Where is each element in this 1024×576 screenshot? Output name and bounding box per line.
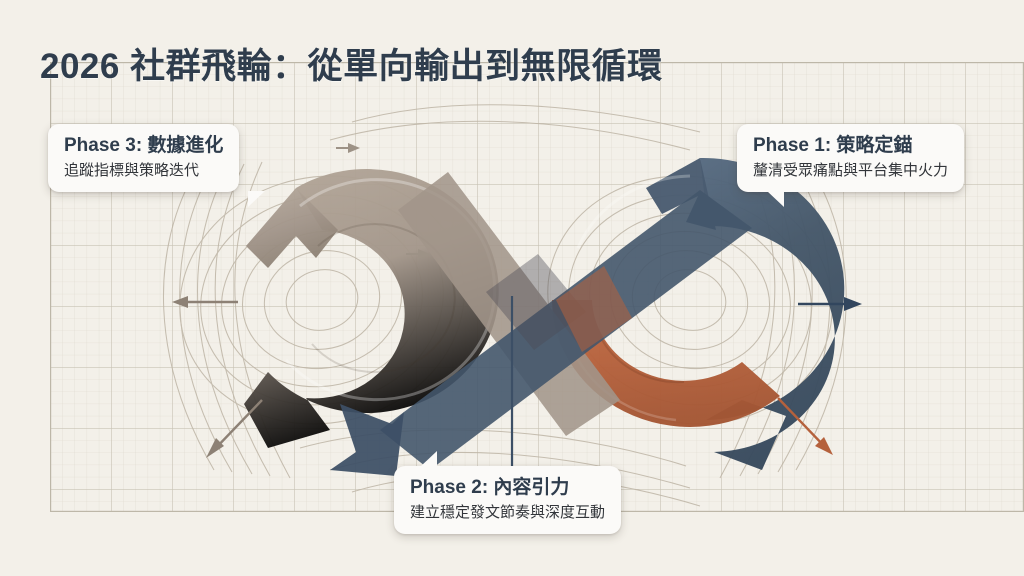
page-title: 2026 社群飛輪：從單向輸出到無限循環 [40, 47, 663, 86]
callout-phase-1-subtitle: 釐清受眾痛點與平台集中火力 [753, 162, 949, 180]
field-arrow-left [172, 296, 238, 308]
callout-phase-3-title: Phase 3: 數據進化 [64, 135, 224, 156]
field-arrow-right [798, 297, 862, 311]
right-loop-terracotta-arc [552, 300, 780, 427]
callout-phase-3-subtitle: 追蹤指標與策略迭代 [64, 162, 200, 180]
callout-phase-2-tail [420, 451, 437, 467]
callout-phase-3-tail [248, 191, 265, 208]
field-arrow-inner-small [336, 143, 430, 259]
field-arrow-down-left [206, 399, 263, 458]
callout-phase-1[interactable]: Phase 1: 策略定錨 釐清受眾痛點與平台集中火力 [737, 124, 965, 208]
callout-phase-2-title: Phase 2: 內容引力 [410, 477, 570, 498]
callout-phase-1-tail [767, 191, 784, 208]
callout-phase-2[interactable]: Phase 2: 內容引力 建立穩定發文節奏與深度互動 [394, 451, 622, 535]
crossing-bands [330, 172, 752, 476]
field-arrow-down-right [777, 397, 833, 455]
callout-phase-2-subtitle: 建立穩定發文節奏與深度互動 [410, 504, 606, 522]
callout-phase-1-title: Phase 1: 策略定錨 [753, 135, 913, 156]
callout-phase-3[interactable]: Phase 3: 數據進化 追蹤指標與策略迭代 [48, 124, 265, 208]
right-loop-blue-arrow [576, 157, 845, 470]
left-loop-taupe-arrow [244, 169, 499, 448]
